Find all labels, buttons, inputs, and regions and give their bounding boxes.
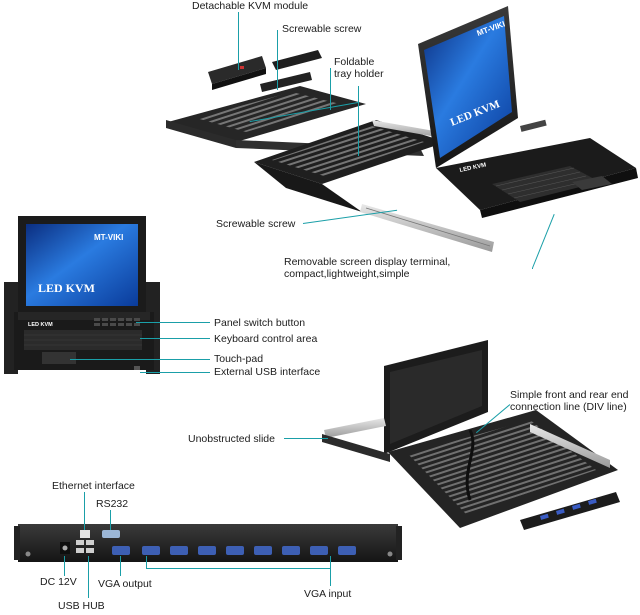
- ethernet-port: [80, 530, 90, 538]
- label-rs232: RS232: [96, 498, 129, 510]
- bezel-front-text: LED KVM: [28, 322, 53, 328]
- exploded-tray-assembly: [166, 50, 494, 252]
- console-open-top: [418, 6, 638, 218]
- label-touch-pad: Touch-pad: [214, 353, 264, 365]
- leader-kvm-module: [238, 12, 239, 70]
- panel-buttons: [94, 318, 140, 326]
- touch-pad-area: [42, 352, 76, 364]
- leader-vga-input-bar: [146, 568, 330, 569]
- leader-keyboard-area: [140, 338, 210, 339]
- leader-removable-anchor: [532, 268, 533, 269]
- label-panel-switch-button: Panel switch button: [214, 317, 306, 329]
- leader-tray-1: [330, 68, 331, 110]
- leader-screw-top: [277, 30, 278, 90]
- vga-output-port: [112, 546, 130, 555]
- label-foldable-tray-holder: Foldable tray holder: [334, 56, 384, 80]
- label-unobstructed-slide: Unobstructed slide: [188, 433, 275, 445]
- leader-ethernet: [84, 492, 85, 530]
- label-keyboard-control-area: Keyboard control area: [214, 333, 318, 345]
- rs232-port: [102, 530, 120, 538]
- console-slide-view: [322, 340, 620, 530]
- label-ethernet-interface: Ethernet interface: [52, 480, 135, 492]
- label-screwable-screw-mid: Screwable screw: [216, 218, 296, 230]
- label-detachable-kvm-module: Detachable KVM module: [192, 0, 309, 12]
- leader-vga-input-left: [146, 556, 147, 568]
- vga-input-ports: [142, 546, 356, 555]
- brand-front-text: MT-VIKI: [94, 233, 123, 242]
- leader-unobstructed-slide: [284, 438, 328, 439]
- leader-vga-input-right: [330, 556, 331, 586]
- label-usb-hub: USB HUB: [58, 600, 105, 612]
- leader-usb-interface: [140, 372, 210, 373]
- leader-panel-switch: [136, 322, 210, 323]
- rear-panel: [14, 524, 402, 562]
- label-external-usb-interface: External USB interface: [214, 366, 321, 378]
- leader-tray-2: [358, 86, 359, 156]
- leader-rs232: [110, 510, 111, 530]
- label-simple-connection-line: Simple front and rear end connection lin…: [510, 389, 629, 413]
- console-front-view: [4, 216, 160, 374]
- label-vga-input: VGA input: [304, 588, 352, 600]
- usb-hub-ports: [76, 540, 94, 553]
- screen-title-front-text: LED KVM: [38, 281, 95, 295]
- kvm-module-part: [208, 56, 266, 90]
- bezel-top-text: LED KVM: [459, 162, 487, 173]
- leader-usb-hub: [88, 556, 89, 598]
- label-vga-output: VGA output: [98, 578, 152, 590]
- leader-dc12v: [64, 556, 65, 576]
- label-dc-12v: DC 12V: [40, 576, 77, 588]
- label-screwable-screw-top: Screwable screw: [282, 23, 362, 35]
- label-removable-screen: Removable screen display terminal, compa…: [284, 256, 451, 280]
- leader-vga-output: [120, 556, 121, 576]
- leader-touch-pad: [70, 359, 210, 360]
